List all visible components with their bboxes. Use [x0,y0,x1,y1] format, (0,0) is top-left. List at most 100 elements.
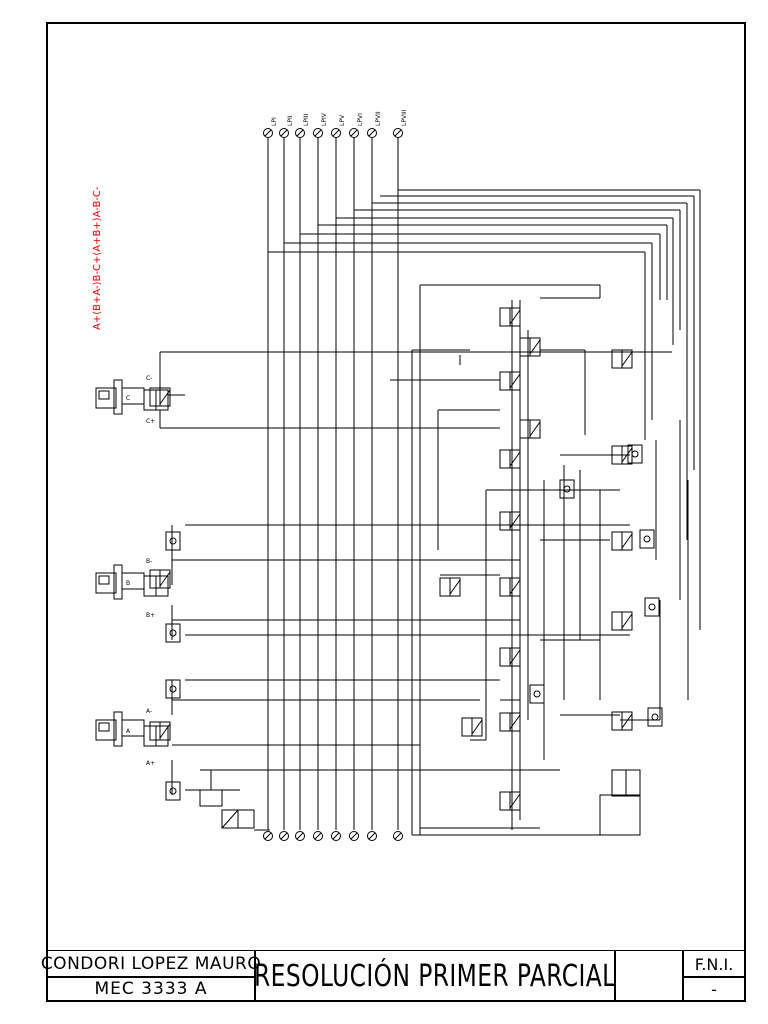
title-block-institution: F.N.I. [682,950,746,978]
pressure-line-label: LPVI [357,113,364,126]
shuttle-valve [644,597,660,617]
directional-valve [461,717,483,737]
pressure-gauge-icon [279,128,289,138]
pressure-gauge-icon [279,831,289,841]
directional-valve [499,791,521,811]
pressure-gauge-needle [332,129,340,137]
pressure-line-label: LPVII [375,111,382,126]
shuttle-valve [529,684,545,704]
pressure-line-group [267,138,399,830]
pressure-gauge-needle [394,832,402,840]
pressure-source-block [599,769,641,836]
pressure-gauge-icon [349,831,359,841]
directional-valve [499,712,521,732]
pressure-gauge-icon [295,831,305,841]
shuttle-valve [647,707,663,727]
directional-valve [499,307,521,327]
pressure-gauge-icon [349,128,359,138]
directional-valve [149,387,171,407]
directional-valve [611,611,633,631]
pressure-line-label: LPIV [321,113,328,126]
shuttle-valve [165,531,181,551]
directional-valve [611,711,633,731]
pressure-gauge-needle [350,129,358,137]
pressure-gauge-icon [313,831,323,841]
pressure-gauge-icon [331,128,341,138]
shuttle-valve [165,623,181,643]
pressure-gauge-icon [313,128,323,138]
cylinder-label-a: A [126,728,131,735]
signal-links [412,190,701,836]
pressure-gauge-needle [368,129,376,137]
pressure-gauge-needle [350,832,358,840]
directional-valve [439,577,461,597]
shuttle-valve [639,529,655,549]
directional-valve [499,647,521,667]
start-valve [199,770,270,831]
pressure-gauge-icon [393,128,403,138]
actuator-b [95,564,169,600]
directional-valve [499,371,521,391]
directional-valve [611,531,633,551]
pressure-gauge-icon [263,831,273,841]
shuttle-valve [165,781,181,801]
cylinder-b-lines [171,524,630,640]
title-block-sheet: - [682,976,746,1002]
pressure-gauge-icon [367,831,377,841]
pressure-gauge-needle [280,129,288,137]
pressure-line-label: LPVIII [401,109,408,126]
pressure-line-label: LPV [339,114,346,126]
pressure-gauge-needle [394,129,402,137]
port-label-b-minus: B- [146,558,153,565]
pressure-gauge-icon [393,831,403,841]
directional-valve [499,511,521,531]
title-block-blank [614,950,684,1002]
directional-valve [611,445,633,465]
title-block-course: MEC 3333 A [46,976,256,1002]
pressure-gauge-needle [264,129,272,137]
shuttle-valve [627,444,643,464]
actuator-c [95,379,169,415]
pressure-gauge-needle [296,832,304,840]
cylinder-label-c: C [126,395,131,402]
valve-group [149,307,663,811]
pressure-gauge-icon [263,128,273,138]
directional-valve [519,419,541,439]
pressure-line-label: LPII [287,115,294,127]
pressure-gauge-needle [296,129,304,137]
directional-valve [149,721,171,741]
cylinder-label-b: B [126,580,131,587]
port-label-a-minus: A- [146,708,153,715]
directional-valve [611,349,633,369]
pressure-gauge-needle [264,832,272,840]
port-label-a-plus: A+ [146,760,156,767]
cylinder-a-lines [171,679,560,795]
port-label-c-minus: C- [146,375,153,382]
directional-valve [519,337,541,357]
port-label-c-plus: C+ [146,418,156,425]
title-block-author: CONDORI LOPEZ MAURO [41,950,261,978]
pressure-line-label: LPI [271,117,278,126]
title-block-title: RESOLUCIÓN PRIMER PARCIAL [254,950,616,1002]
pressure-gauge-icon [367,128,377,138]
actuator-a [95,711,169,747]
pressure-gauge-needle [332,832,340,840]
pressure-line-label: LPIII [303,113,310,126]
pressure-gauges [263,128,403,841]
pressure-gauge-needle [368,832,376,840]
pressure-gauge-needle [280,832,288,840]
directional-valve [149,569,171,589]
port-label-b-plus: B+ [146,612,156,619]
cylinder-c-lines [159,351,672,429]
directional-valve [499,577,521,597]
shuttle-valve [559,479,575,499]
pressure-gauge-icon [295,128,305,138]
shuttle-valve [165,679,181,699]
sequence-label: A+(B+A-)B-C+(A+B+)A-B-C- [92,186,103,330]
pressure-gauge-icon [331,831,341,841]
pressure-gauge-needle [314,129,322,137]
directional-valve [499,449,521,469]
pressure-gauge-needle [314,832,322,840]
